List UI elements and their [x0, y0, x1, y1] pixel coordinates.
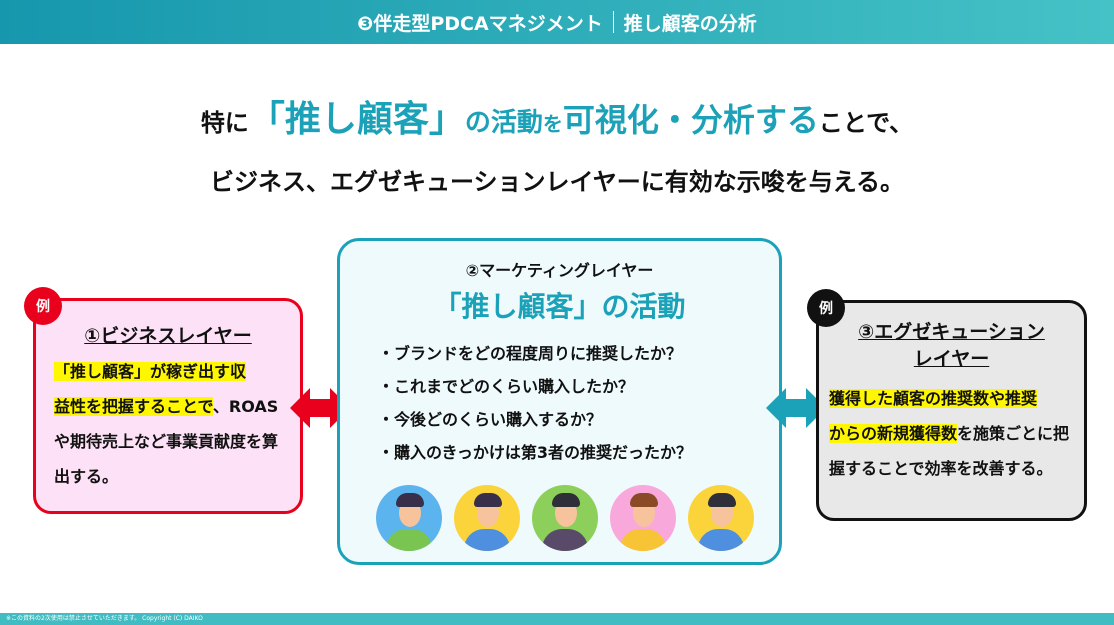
header-title: ❸伴走型PDCAマネジメント: [357, 12, 603, 35]
question-item: ・今後どのくらい購入するか？: [378, 410, 603, 429]
question-item: ・購入のきっかけは第3者の推奨だったか？: [378, 443, 693, 462]
highlight-text: 「推し顧客」が稼ぎ出す収: [54, 362, 247, 381]
business-layer-box: 例 ①ビジネスレイヤー 「推し顧客」が稼ぎ出す収益性を把握することで、ROASや…: [24, 287, 303, 514]
avatar-body: [698, 529, 744, 551]
business-layer-title: ①ビジネスレイヤー: [84, 325, 252, 347]
avatar-hair: [708, 493, 736, 507]
highlight-text: からの新規獲得数: [829, 424, 958, 443]
avatar-body: [386, 529, 432, 551]
highlight-text: 獲得した顧客の推奨数や推奨: [829, 389, 1038, 408]
customer-avatars: [376, 485, 754, 551]
question-item: ・これまでどのくらい購入したか？: [378, 377, 635, 396]
question-list: ・ブランドをどの程度周りに推奨したか？ ・これまでどのくらい購入したか？ ・今後…: [378, 337, 779, 469]
business-layer-text: 「推し顧客」が稼ぎ出す収益性を把握することで、ROASや期待売上など事業貢献度を…: [36, 354, 300, 494]
headline-pre: 特に: [200, 109, 249, 137]
avatar-body: [542, 529, 588, 551]
highlight-text: 益性を把握することで: [54, 397, 213, 416]
avatar: [376, 485, 442, 551]
avatar: [688, 485, 754, 551]
avatar: [454, 485, 520, 551]
headline-activity: の活動: [464, 108, 543, 138]
execution-layer-text: 獲得した顧客の推奨数や推奨からの新規獲得数を施策ごとに把握することで効率を改善す…: [819, 381, 1084, 486]
avatar-hair: [396, 493, 424, 507]
avatar-hair: [474, 493, 502, 507]
avatar-body: [464, 529, 510, 551]
headline-wo: を: [542, 112, 563, 136]
body-text: を施策ごとに把握することで効率を改善する。: [829, 424, 1070, 478]
headline-line-1: 特に「推し顧客」の活動を可視化・分析することで、: [0, 90, 1114, 142]
headline-line-2: ビジネス、エグゼキューションレイヤーに有効な示唆を与える。: [209, 168, 905, 196]
title-line: レイヤー: [913, 348, 990, 370]
avatar-hair: [630, 493, 658, 507]
avatar: [532, 485, 598, 551]
avatar-hair: [552, 493, 580, 507]
double-arrow-icon: [290, 388, 350, 428]
title-line: ③エグゼキューション: [858, 321, 1045, 343]
example-badge: 例: [24, 287, 62, 325]
header-subtitle: 推し顧客の分析: [623, 12, 757, 35]
question-item: ・ブランドをどの程度周りに推奨したか？: [378, 344, 683, 363]
avatar-body: [620, 529, 666, 551]
example-badge: 例: [807, 289, 845, 327]
marketing-layer-box: ②マーケティングレイヤー 「推し顧客」の活動 ・ブランドをどの程度周りに推奨した…: [337, 238, 782, 565]
body-text: 、ROASや期待売上など事業貢献度を算出する。: [54, 397, 279, 486]
headline-quote: 「推し顧客」: [248, 99, 465, 140]
avatar: [610, 485, 676, 551]
double-arrow-icon: [766, 388, 826, 428]
header-divider: [612, 11, 614, 33]
marketing-layer-title: 「推し顧客」の活動: [433, 290, 686, 323]
headline-post: ことで、: [818, 109, 914, 137]
header-bar: ❸伴走型PDCAマネジメント 推し顧客の分析: [0, 0, 1114, 44]
marketing-layer-subtitle: ②マーケティングレイヤー: [465, 261, 654, 280]
headline-verb: 可視化・分析する: [562, 101, 819, 139]
execution-layer-box: 例 ③エグゼキューションレイヤー 獲得した顧客の推奨数や推奨からの新規獲得数を施…: [807, 289, 1087, 521]
footer-copyright: ※この資料の2次使用は禁止させていただきます。 Copyright (C) DA…: [0, 613, 1114, 625]
execution-layer-title: ③エグゼキューションレイヤー: [819, 319, 1084, 373]
